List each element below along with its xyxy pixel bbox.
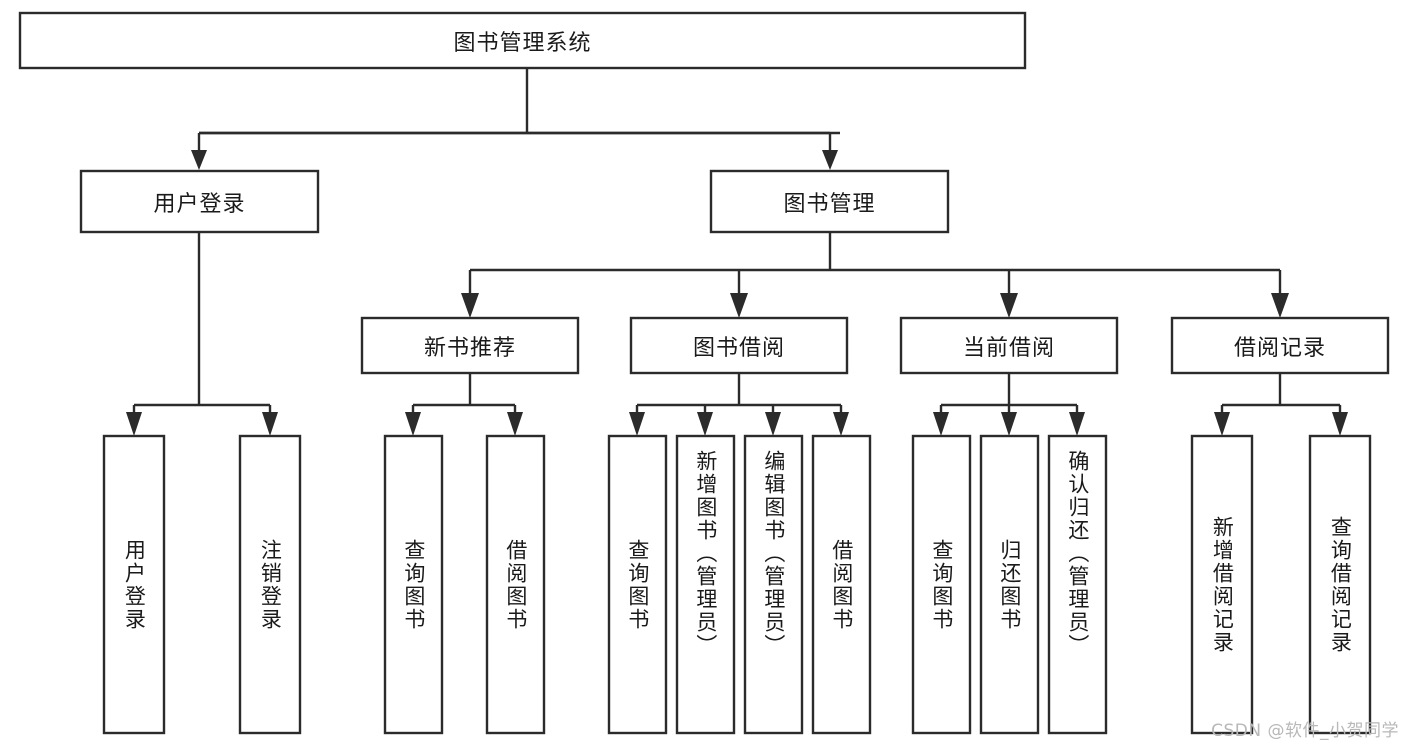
- leaf-box-bb-2[interactable]: [675, 434, 736, 735]
- leaf-box-br-2[interactable]: [1308, 434, 1372, 735]
- node-new-book-recommend-box[interactable]: [360, 316, 580, 375]
- arrowhead-level3-3: [1000, 293, 1018, 318]
- arrowhead-user-login: [191, 150, 207, 170]
- leaf-box-bb-4[interactable]: [811, 434, 872, 735]
- arrowhead-leaf-user-login-1: [126, 412, 142, 436]
- leaf-box-br-1[interactable]: [1190, 434, 1254, 735]
- arrowhead-br-leaf-1: [1214, 412, 1230, 436]
- arrowhead-cb-leaf-2: [1001, 412, 1017, 436]
- arrowhead-bb-leaf-1: [629, 412, 645, 436]
- leaf-box-cb-2[interactable]: [979, 434, 1040, 735]
- leaf-box-nbr-2[interactable]: [485, 434, 546, 735]
- leaf-box-bb-1[interactable]: [607, 434, 668, 735]
- node-book-manage-box[interactable]: [709, 169, 950, 234]
- node-book-borrow-box[interactable]: [629, 316, 849, 375]
- arrowhead-level3-2: [730, 293, 748, 318]
- arrowhead-bb-leaf-3: [765, 412, 781, 436]
- leaf-box-user-login-2[interactable]: [238, 434, 302, 735]
- leaf-box-user-login-1[interactable]: [102, 434, 166, 735]
- leaf-box-cb-1[interactable]: [911, 434, 972, 735]
- arrowhead-br-leaf-2: [1332, 412, 1348, 436]
- leaf-box-bb-3[interactable]: [743, 434, 804, 735]
- arrowhead-cb-leaf-3: [1069, 412, 1085, 436]
- bar-mask-root: [840, 128, 1190, 139]
- arrowhead-level3-1: [461, 293, 479, 318]
- arrowhead-nbr-leaf-1: [405, 412, 421, 436]
- arrowhead-level3-4: [1271, 293, 1289, 318]
- arrowhead-bb-leaf-4: [833, 412, 849, 436]
- leaf-box-cb-3[interactable]: [1047, 434, 1108, 735]
- node-root-box[interactable]: [18, 11, 1027, 70]
- arrowhead-bb-leaf-2: [697, 412, 713, 436]
- node-borrow-record-box[interactable]: [1170, 316, 1390, 375]
- node-user-login-box[interactable]: [79, 169, 320, 234]
- arrowhead-leaf-user-login-2: [262, 412, 278, 436]
- arrowhead-cb-leaf-1: [933, 412, 949, 436]
- arrowhead-nbr-leaf-2: [507, 412, 523, 436]
- arrowhead-book-manage: [822, 150, 838, 170]
- leaf-box-nbr-1[interactable]: [383, 434, 444, 735]
- node-current-borrow-box[interactable]: [899, 316, 1119, 375]
